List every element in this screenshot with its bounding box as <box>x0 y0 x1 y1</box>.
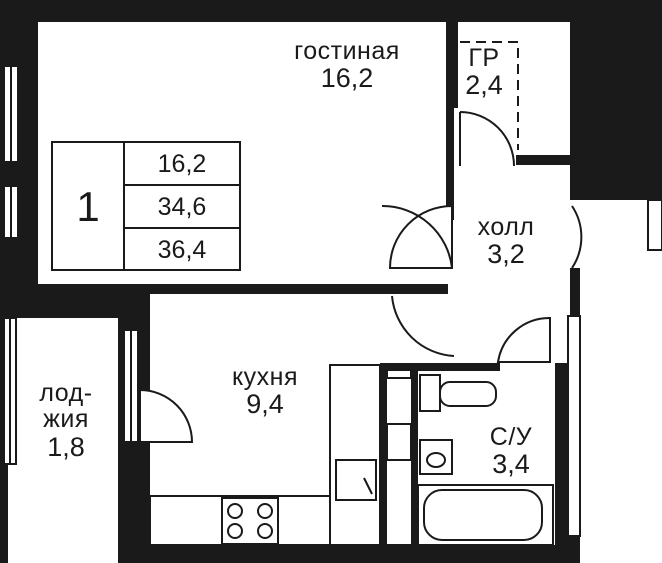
loggia-name-line1: лод- <box>39 379 93 407</box>
window-icon <box>567 315 581 537</box>
kitchen-name: кухня <box>231 363 299 391</box>
kitchen-fixtures <box>149 364 381 546</box>
bathroom-name: С/У <box>489 423 533 451</box>
living-room-name: гостиная <box>294 37 400 65</box>
outer-wall-right-top <box>570 0 662 200</box>
kitchen-label: кухня 9,4 <box>205 364 325 419</box>
wardrobe-bottom-wall <box>516 155 572 165</box>
living-room-area: 16,2 <box>320 63 374 94</box>
loggia-label: лод- жия 1,8 <box>20 380 112 461</box>
wardrobe-outline <box>460 41 519 150</box>
total-area-value: 34,6 <box>157 193 207 221</box>
living-area-value: 16,2 <box>157 150 207 178</box>
bathroom-top-wall <box>380 363 500 371</box>
door-swing-icon <box>459 111 515 167</box>
hall-area: 3,2 <box>487 239 525 270</box>
loggia-floor <box>8 318 118 545</box>
sink-icon <box>335 459 377 501</box>
bathroom-area: 3,4 <box>492 449 530 480</box>
wardrobe-label: ГР 2,4 <box>456 45 512 100</box>
loggia-area: 1,8 <box>47 431 85 462</box>
door-swing-icon <box>139 388 194 443</box>
living-room-label: гостиная 16,2 <box>262 38 432 93</box>
sink-icon <box>419 439 453 475</box>
door-swing-icon <box>391 295 455 357</box>
bathroom-fixtures <box>385 374 554 546</box>
window-icon <box>647 199 662 251</box>
kitchen-area: 9,4 <box>246 389 284 420</box>
summary-table <box>51 141 241 271</box>
windows <box>3 65 662 537</box>
bathroom-label: С/У 3,4 <box>468 424 554 479</box>
bathroom-left-wall <box>380 363 388 553</box>
outer-wall-bottom <box>118 545 580 563</box>
outer-wall-top <box>0 0 662 22</box>
door-swing-icon <box>496 316 551 363</box>
wardrobe-name: ГР <box>468 44 500 72</box>
toilet-icon <box>419 374 441 412</box>
door-swings <box>139 111 583 443</box>
bathroom-left-wall-2 <box>410 363 418 553</box>
hall-label: холл 3,2 <box>458 214 554 269</box>
door-swing-icon <box>571 205 583 269</box>
total-with-loggia-value: 36,4 <box>157 236 207 264</box>
wardrobe-floor <box>458 22 570 155</box>
living-hall-wall-mid <box>446 108 454 220</box>
hall-name: холл <box>477 213 535 241</box>
wardrobe-area: 2,4 <box>465 70 503 101</box>
living-bottom-wall <box>0 284 448 294</box>
rooms-count: 1 <box>76 183 100 230</box>
loggia-name-line2: жия <box>43 405 89 434</box>
living-hall-wall-top <box>446 18 458 108</box>
door-swing-icon <box>388 204 453 269</box>
